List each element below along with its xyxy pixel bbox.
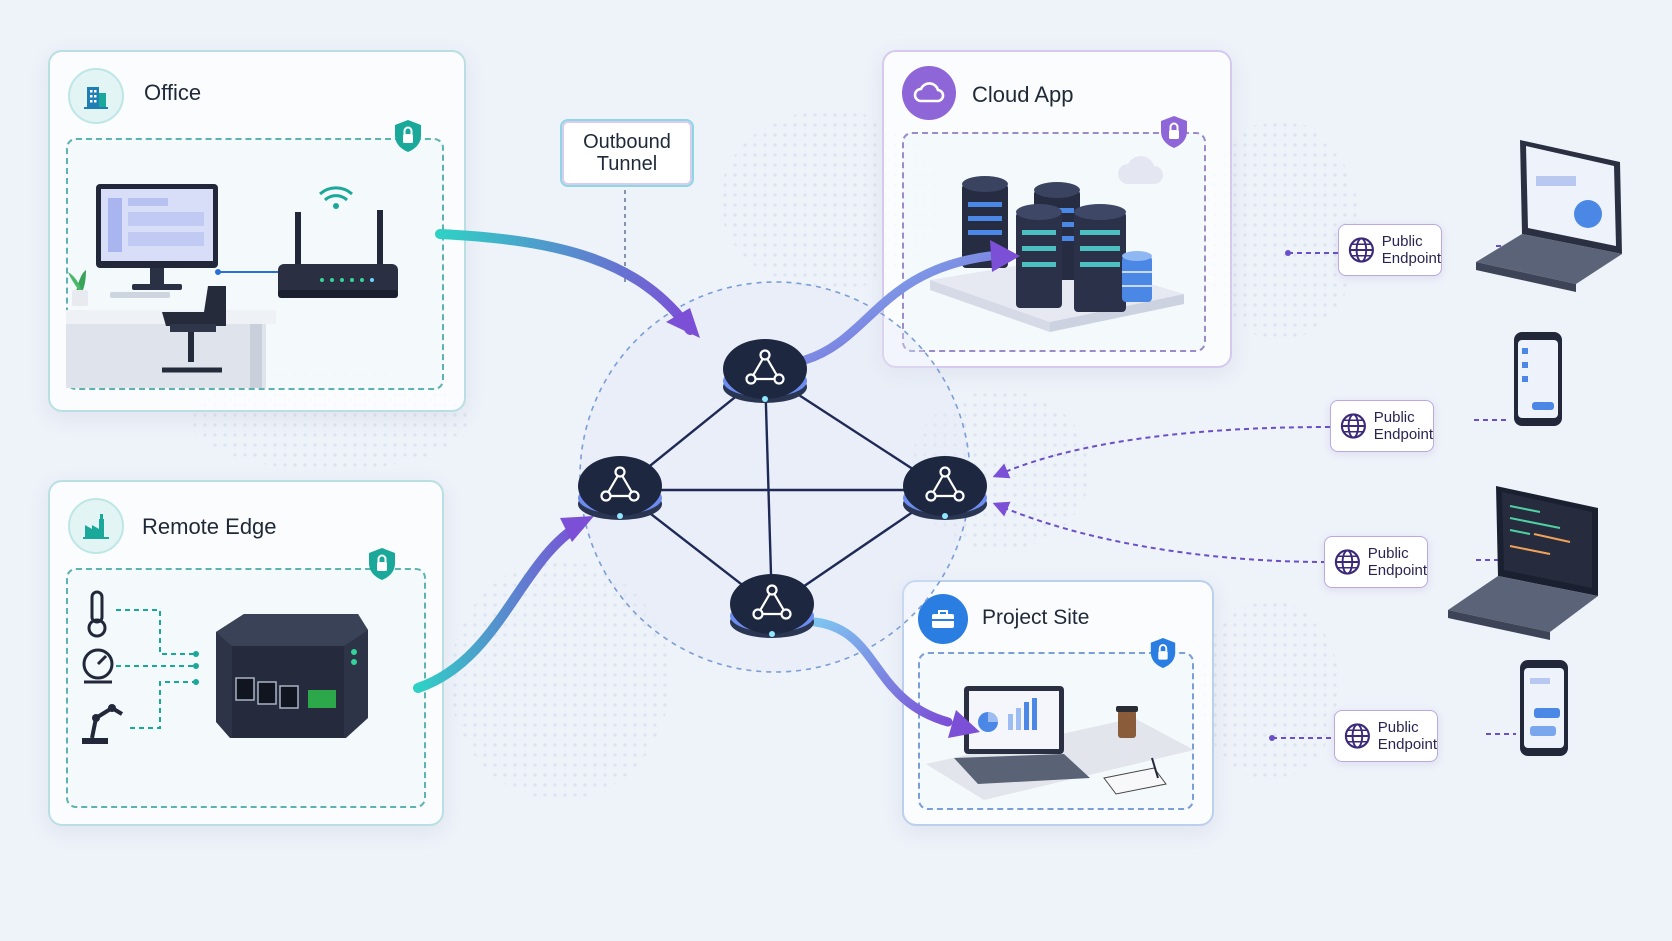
phone-2-icon bbox=[1520, 660, 1568, 756]
office-workstation-illustration bbox=[66, 184, 398, 388]
public-endpoint-project[interactable]: Public Endpoint bbox=[1334, 710, 1438, 762]
endpoint-label-line-1: Public bbox=[1367, 545, 1409, 562]
office-tunnel-arrowhead bbox=[666, 308, 700, 338]
edge-tunnel-arrowhead bbox=[560, 516, 594, 542]
laptop-1-icon bbox=[1476, 140, 1622, 292]
endpoint-label-line-2: Endpoint bbox=[1377, 736, 1437, 753]
cloud-tunnel-arrow bbox=[800, 251, 995, 365]
edge-tunnel-arrow bbox=[413, 520, 585, 693]
globe-icon bbox=[1344, 723, 1370, 749]
callout-line-1: Outbound bbox=[583, 131, 671, 153]
building-icon bbox=[68, 68, 124, 124]
project-tunnel-arrow bbox=[810, 617, 953, 727]
endpoint-label-line-2: Endpoint bbox=[1373, 426, 1433, 443]
public-endpoint-mesh-1[interactable]: Public Endpoint bbox=[1330, 400, 1434, 452]
office-card: Office bbox=[48, 50, 466, 412]
endpoint-label-line-1: Public bbox=[1373, 409, 1415, 426]
lock-shield-icon bbox=[1148, 636, 1178, 675]
public-endpoint-cloud[interactable]: Public Endpoint bbox=[1338, 224, 1442, 276]
mesh-network-icon bbox=[600, 466, 640, 502]
project-tunnel-arrowhead bbox=[948, 710, 980, 738]
thermometer-icon bbox=[87, 590, 107, 638]
mesh-node-bottom bbox=[730, 574, 814, 638]
server-rack-illustration bbox=[930, 156, 1184, 332]
project-laptop-illustration bbox=[926, 686, 1194, 800]
mesh-network-icon bbox=[752, 584, 792, 620]
edge-gateway-illustration bbox=[82, 590, 368, 744]
laptop-2-icon bbox=[1448, 486, 1598, 640]
cloud-app-card: Cloud App bbox=[882, 50, 1232, 368]
endpoint-links bbox=[992, 245, 1530, 739]
lock-shield-icon bbox=[1158, 114, 1190, 155]
lock-shield-icon bbox=[392, 118, 424, 159]
office-tunnel-arrow bbox=[435, 229, 695, 335]
remote-edge-title: Remote Edge bbox=[142, 514, 277, 539]
mesh-network-icon bbox=[745, 349, 785, 385]
globe-icon bbox=[1340, 413, 1366, 439]
mesh-nodes bbox=[578, 339, 987, 638]
mesh-network-icon bbox=[925, 466, 965, 502]
public-endpoint-mesh-2[interactable]: Public Endpoint bbox=[1324, 536, 1428, 588]
globe-icon bbox=[1334, 549, 1360, 575]
mesh-node-right bbox=[903, 456, 987, 520]
endpoint-label-line-1: Public bbox=[1377, 719, 1419, 736]
gauge-icon bbox=[82, 648, 114, 684]
cloud-tunnel-arrowhead bbox=[990, 240, 1020, 272]
lock-shield-icon bbox=[366, 546, 398, 587]
office-title: Office bbox=[144, 80, 202, 105]
mesh-node-left bbox=[578, 456, 662, 520]
endpoint-label-line-2: Endpoint bbox=[1367, 562, 1427, 579]
outbound-tunnel-callout: Outbound Tunnel bbox=[560, 119, 694, 187]
project-site-title: Project Site bbox=[982, 606, 1090, 629]
factory-icon bbox=[68, 498, 124, 554]
globe-icon bbox=[1348, 237, 1374, 263]
mesh-node-top bbox=[723, 339, 807, 403]
robot-arm-icon bbox=[82, 704, 124, 744]
endpoint-label-line-1: Public bbox=[1381, 233, 1423, 250]
briefcase-icon bbox=[918, 594, 968, 644]
cloud-icon bbox=[902, 66, 956, 120]
endpoint-label-line-2: Endpoint bbox=[1381, 250, 1441, 267]
cloud-app-title: Cloud App bbox=[972, 82, 1074, 107]
phone-1-icon bbox=[1514, 332, 1562, 426]
project-site-card: Project Site bbox=[902, 580, 1214, 826]
remote-edge-card: Remote Edge bbox=[48, 480, 444, 826]
callout-line-2: Tunnel bbox=[596, 153, 658, 175]
